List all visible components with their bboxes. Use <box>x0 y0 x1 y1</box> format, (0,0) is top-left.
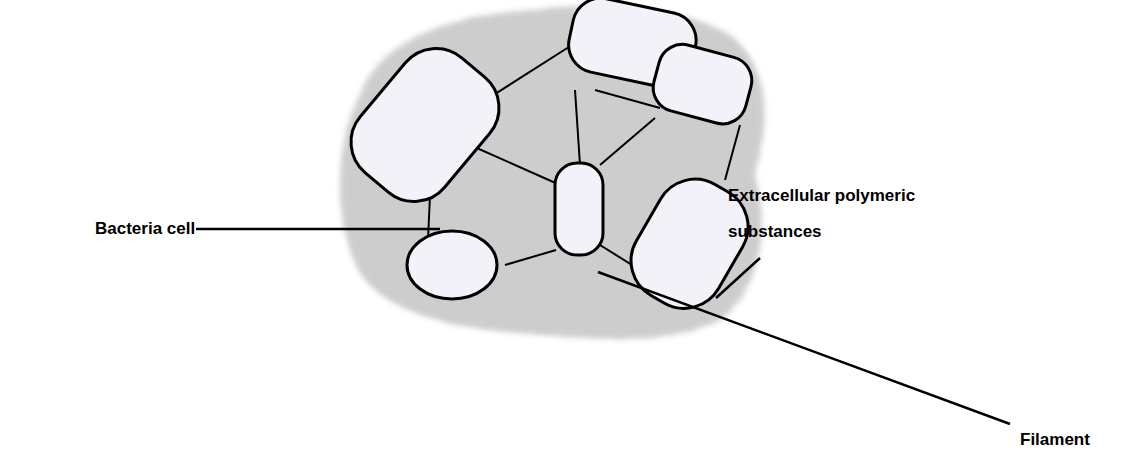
leader-lines <box>196 229 1010 424</box>
part-label: Bacteria cell <box>95 219 195 239</box>
bacteria-cells <box>335 0 763 323</box>
part-label: Filament <box>1020 430 1090 450</box>
part-label: Extracellular polymeric substances <box>728 178 943 250</box>
